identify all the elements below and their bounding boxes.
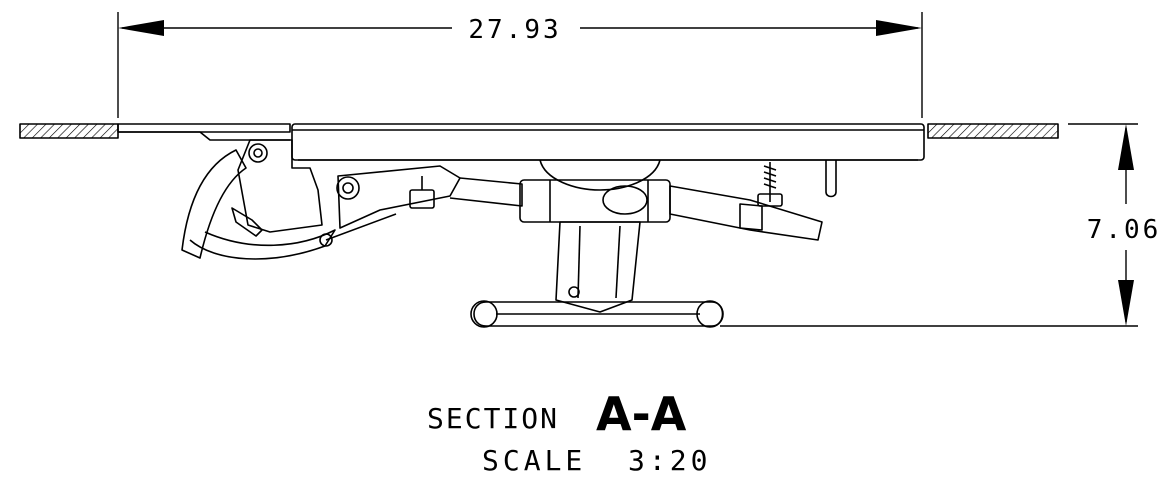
lever-spring [231, 207, 263, 237]
height-dimension [720, 123, 1138, 327]
arrow-left-icon [118, 20, 164, 36]
cut-plate-left [19, 123, 119, 139]
slider-end [739, 203, 763, 231]
width-dimension-value: 27.93 [468, 15, 561, 45]
plate-slot-left [118, 131, 290, 141]
column [555, 221, 641, 313]
swivel-dome [539, 159, 661, 191]
width-dimension [117, 12, 923, 118]
column-inner-1 [577, 225, 581, 299]
column-pin [568, 286, 580, 298]
section-word: SECTION [427, 402, 559, 435]
pivot-bolt-2-inner [342, 182, 354, 194]
section-label: SECTION A-A SCALE 3:20 [427, 387, 711, 477]
cut-plate-right [927, 123, 1059, 139]
swivel-bearing [602, 185, 648, 215]
adjust-screw-thread [763, 165, 777, 189]
arm-left [449, 177, 523, 207]
link-rod [325, 213, 397, 241]
column-inner-2 [615, 225, 621, 299]
adjust-screw-head [757, 193, 783, 207]
foot-cap-left [470, 300, 498, 328]
release-lever [181, 149, 247, 259]
scale-text: SCALE 3:20 [482, 444, 711, 477]
section-designation: A-A [596, 387, 687, 441]
arrow-down-icon [1118, 280, 1134, 326]
stop-pin [825, 160, 837, 198]
hex-nut [409, 189, 435, 209]
pivot-bolt-1-inner [253, 148, 263, 158]
left-bracket [237, 139, 323, 233]
linkage-arm [337, 165, 461, 229]
foot-cap-right [696, 300, 724, 328]
pivot-bolt-2 [336, 176, 360, 200]
link-pin [319, 233, 333, 247]
release-lever-handle [189, 229, 336, 260]
arrow-up-icon [1118, 124, 1134, 170]
plate-edge-left [117, 123, 291, 133]
height-dimension-value: 7.06 [1087, 215, 1162, 245]
arrow-right-icon [876, 20, 922, 36]
arm-right [669, 185, 823, 241]
section-view [19, 123, 1059, 328]
pivot-bolt-1 [248, 143, 268, 163]
